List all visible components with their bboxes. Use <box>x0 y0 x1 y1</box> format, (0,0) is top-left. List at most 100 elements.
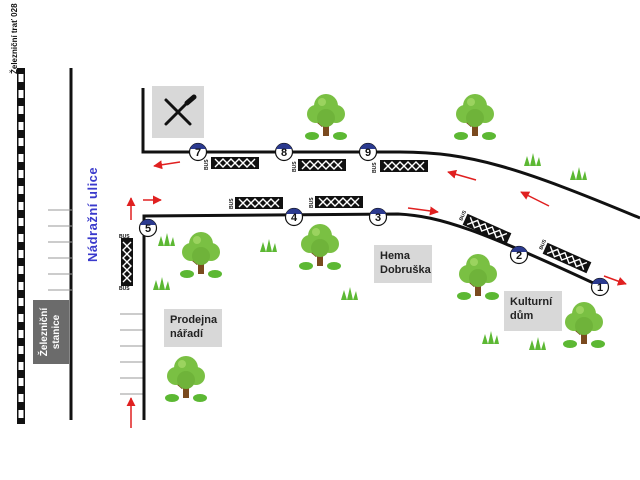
svg-text:BUS: BUS <box>458 209 468 222</box>
parking-stripes-right <box>120 313 143 395</box>
stop-3: 3 <box>368 207 388 227</box>
rail-dash <box>18 154 24 162</box>
svg-text:BUS: BUS <box>119 234 130 240</box>
upper-road-edge <box>141 88 640 220</box>
stop-circles: 1 2 3 4 5 7 8 9 <box>138 142 610 297</box>
rail-dash <box>18 378 24 386</box>
rail-dash <box>18 74 24 82</box>
building-kulturni: Kulturní dům <box>504 291 562 331</box>
arrow-icon <box>153 160 181 170</box>
railway-label: Železniční trať 028 <box>10 3 19 74</box>
bus-bay-5 <box>120 237 134 287</box>
bus-bay-4 <box>234 196 284 210</box>
parking-stripes-left <box>48 209 72 291</box>
stop-7: 7 <box>188 142 208 162</box>
svg-text:BUS: BUS <box>292 161 298 172</box>
traffic-direction-arrows <box>126 160 627 428</box>
stop-circle-top <box>276 143 292 149</box>
rail-dash <box>18 394 24 402</box>
stop-circle-top <box>511 246 527 252</box>
bus-bay-3 <box>314 195 364 209</box>
rail-dash <box>18 346 24 354</box>
svg-text:BUS: BUS <box>204 159 210 170</box>
street-name-label: Nádražní ulice <box>85 166 100 262</box>
bus-bay-7 <box>210 156 260 170</box>
stop-number: 7 <box>195 147 201 159</box>
rail-dash <box>18 410 24 418</box>
arrow-icon <box>603 275 627 286</box>
grass-icon <box>341 287 358 300</box>
building-prodejna: Prodejna nářadí <box>164 309 222 347</box>
rail-dash <box>18 218 24 226</box>
tree-icon <box>297 222 343 272</box>
lower-road-edge <box>142 212 605 420</box>
grass-icon <box>260 239 277 252</box>
rail-dash <box>18 170 24 178</box>
rail-dash <box>18 138 24 146</box>
arrow-icon <box>447 169 477 181</box>
rail-dash <box>18 106 24 114</box>
stop-circle-top <box>370 208 386 214</box>
bus-markers: BUS BUS BUS BUS BUS BUS BUS BUS BUS <box>119 159 548 292</box>
stop-number: 4 <box>291 212 298 224</box>
tree-icon <box>303 92 349 142</box>
svg-text:BUS: BUS <box>538 238 548 251</box>
stop-number: 5 <box>145 223 151 235</box>
stop-number: 1 <box>597 282 603 294</box>
stop-number: 8 <box>281 147 287 159</box>
stop-circle-top <box>360 143 376 149</box>
restaurant-marker <box>152 86 204 138</box>
building-hema: Hema Dobruška <box>374 245 432 283</box>
rail-dash <box>18 362 24 370</box>
rail-dash <box>18 330 24 338</box>
stop-1: 1 <box>590 277 610 297</box>
stop-circle-top <box>190 143 206 149</box>
railway-station-box: Železniční stanice <box>33 300 69 364</box>
stop-number: 2 <box>516 250 522 262</box>
tree-icon <box>452 92 498 142</box>
rail-dash <box>18 266 24 274</box>
stop-circle-top <box>592 278 608 284</box>
stop-5: 5 <box>138 218 158 238</box>
fork-knife-icon <box>164 94 197 126</box>
rail-dash <box>18 314 24 322</box>
stop-number: 9 <box>365 147 371 159</box>
arrow-icon <box>520 191 550 207</box>
tree-icon <box>561 300 607 350</box>
grass-icon <box>529 337 546 350</box>
railway-track <box>17 68 25 424</box>
svg-text:BUS: BUS <box>372 162 378 173</box>
grass-icon <box>570 167 587 180</box>
rail-dash <box>18 90 24 98</box>
svg-text:BUS: BUS <box>309 197 315 208</box>
grass-icon <box>482 331 499 344</box>
bus-bay-8 <box>297 158 347 172</box>
rail-dash <box>18 202 24 210</box>
stop-circle-top <box>140 219 156 225</box>
stop-4: 4 <box>284 207 304 227</box>
rail-dash <box>18 186 24 194</box>
svg-text:BUS: BUS <box>229 198 235 209</box>
tree-icon <box>178 230 224 280</box>
bus-bay-9 <box>379 159 429 173</box>
tree-icon <box>455 252 501 302</box>
tree-icon <box>163 354 209 404</box>
stop-2: 2 <box>509 245 529 265</box>
rail-dash <box>18 298 24 306</box>
svg-text:BUS: BUS <box>119 286 130 292</box>
grass-icon <box>158 233 175 246</box>
rail-dash <box>18 282 24 290</box>
stop-9: 9 <box>358 142 378 162</box>
stop-8: 8 <box>274 142 294 162</box>
bus-bay-1 <box>541 242 593 274</box>
stop-circle-top <box>286 208 302 214</box>
stop-number: 3 <box>375 212 381 224</box>
rail-dash <box>18 250 24 258</box>
arrow-icon <box>407 206 439 216</box>
rail-dash <box>18 234 24 242</box>
rail-dash <box>18 122 24 130</box>
grass-icon <box>524 153 541 166</box>
railway-station-label: Železniční stanice <box>39 307 62 357</box>
grass-icon <box>153 277 170 290</box>
